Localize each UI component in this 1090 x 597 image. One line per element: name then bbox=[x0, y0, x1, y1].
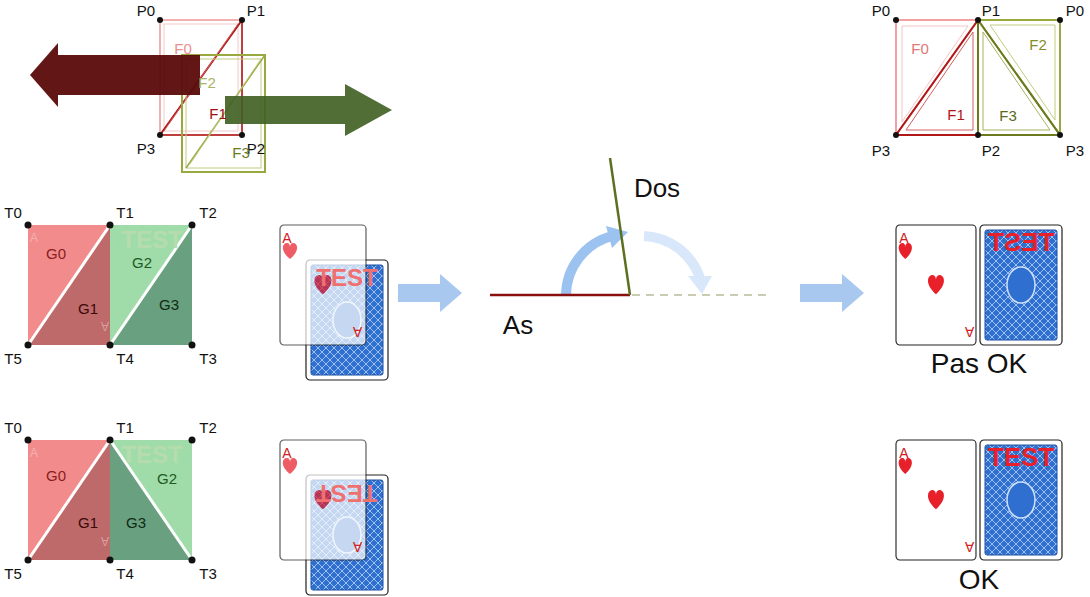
triangle-label: G1 bbox=[78, 301, 98, 316]
point-label: P3 bbox=[1066, 143, 1084, 158]
point-label: P3 bbox=[137, 141, 155, 156]
card-text: TEST bbox=[988, 229, 1054, 255]
vertex-label: T3 bbox=[199, 566, 217, 581]
vertex-label: T2 bbox=[199, 205, 217, 220]
card-rank: A bbox=[282, 446, 291, 460]
triangle-label: G2 bbox=[157, 471, 177, 486]
card-rank: A bbox=[899, 231, 908, 245]
sliding-squares bbox=[30, 17, 392, 172]
card-rank: A bbox=[965, 325, 974, 339]
vertex-label: T2 bbox=[199, 420, 217, 435]
point-label: P1 bbox=[982, 3, 1000, 18]
face-label: F3 bbox=[999, 108, 1017, 123]
overlapping-cards bbox=[280, 225, 388, 595]
card-rank: A bbox=[899, 446, 908, 460]
point-label: P0 bbox=[1066, 3, 1084, 18]
vertex-label: T0 bbox=[4, 205, 22, 220]
card-rank: A bbox=[101, 535, 109, 547]
card-rank: A bbox=[353, 325, 362, 339]
face-label: F1 bbox=[947, 107, 965, 122]
card-text: TEST bbox=[316, 481, 377, 505]
face-label: F1 bbox=[209, 106, 227, 121]
face-label: F0 bbox=[174, 41, 192, 56]
card-text: TEST bbox=[316, 266, 377, 290]
card-text: TEST bbox=[121, 443, 182, 467]
face-label: F0 bbox=[911, 41, 929, 56]
card-rank: A bbox=[353, 540, 362, 554]
vertex-label: T3 bbox=[199, 351, 217, 366]
face-label: F3 bbox=[232, 145, 250, 160]
card-rank: A bbox=[30, 232, 38, 244]
triangle-grid bbox=[25, 437, 196, 564]
vertex-label: T4 bbox=[116, 566, 134, 581]
face-label: F2 bbox=[1029, 37, 1047, 52]
result-cards bbox=[896, 225, 1062, 560]
vertex-label: T1 bbox=[116, 420, 134, 435]
result-label: Pas OK bbox=[931, 350, 1027, 378]
point-label: P0 bbox=[137, 3, 155, 18]
vertex-label: T4 bbox=[116, 351, 134, 366]
point-label: P2 bbox=[982, 143, 1000, 158]
card-rank: A bbox=[30, 447, 38, 459]
triangle-label: G3 bbox=[159, 297, 179, 312]
triangle-label: G3 bbox=[126, 515, 146, 530]
triangle-label: G2 bbox=[132, 255, 152, 270]
card-text: TEST bbox=[121, 228, 182, 252]
face-label: F2 bbox=[198, 75, 216, 90]
triangle-label: G0 bbox=[46, 468, 66, 483]
triangle-label: G0 bbox=[46, 246, 66, 261]
point-label: P3 bbox=[872, 143, 890, 158]
vertex-label: T5 bbox=[4, 351, 22, 366]
card-text: TEST bbox=[988, 444, 1054, 470]
vertex-label: T1 bbox=[116, 205, 134, 220]
vertex-label: T0 bbox=[4, 420, 22, 435]
card-rank: A bbox=[282, 231, 291, 245]
triangle-grid bbox=[25, 222, 196, 349]
fold-diagram bbox=[490, 158, 772, 295]
card-rank: A bbox=[101, 320, 109, 332]
card-rank: A bbox=[965, 540, 974, 554]
point-label: P1 bbox=[247, 3, 265, 18]
side-label: Dos bbox=[634, 175, 680, 201]
vertex-label: T5 bbox=[4, 566, 22, 581]
unfolded-squares bbox=[893, 17, 1063, 138]
result-label: OK bbox=[959, 566, 999, 594]
point-label: P0 bbox=[872, 3, 890, 18]
triangle-label: G1 bbox=[78, 515, 98, 530]
side-label: As bbox=[503, 312, 533, 338]
flow-arrow bbox=[398, 274, 864, 312]
